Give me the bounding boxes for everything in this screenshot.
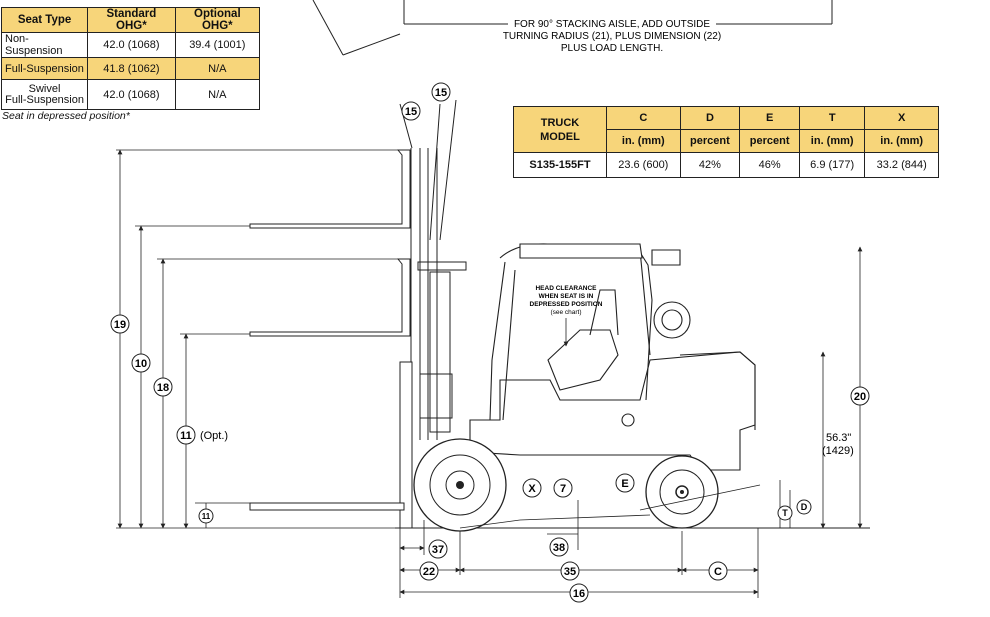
truck-model-header: TRUCK MODEL [513, 106, 607, 153]
callout-19: 19 [110, 314, 130, 334]
callout-15b: 15 [431, 82, 451, 102]
optional-ohg-header: Optional OHG* [174, 7, 261, 33]
truck-model-cell: S135-155FT [513, 152, 607, 178]
truck-model-header-line1: TRUCK [540, 116, 580, 129]
svg-text:22: 22 [423, 566, 435, 578]
seat-table-header: Seat Type Standard OHG* Optional OHG* [0, 7, 261, 33]
table-row: Full-Suspension 41.8 (1062) N/A [0, 57, 261, 80]
svg-text:11: 11 [180, 430, 192, 442]
callout-35: 35 [560, 561, 580, 581]
svg-text:18: 18 [157, 382, 169, 394]
unit-header: percent [679, 129, 741, 153]
turning-note-line1: FOR 90° STACKING AISLE, ADD OUTSIDE [514, 19, 710, 30]
callout-10: 10 [131, 353, 151, 373]
svg-text:C: C [714, 566, 722, 578]
dimension-563-line2: (1429) [822, 445, 854, 457]
lowered-fork [249, 361, 413, 529]
svg-text:19: 19 [114, 319, 126, 331]
svg-text:E: E [621, 478, 628, 490]
unit-header: in. (mm) [798, 129, 866, 153]
head-clearance-line1: HEAD CLEARANCE [535, 285, 597, 292]
head-clearance-line2: WHEN SEAT IS IN [539, 293, 594, 300]
column-t-header: T [798, 106, 866, 130]
callout-11-opt: (Opt.) [200, 430, 228, 442]
callout-20: 20 [850, 386, 870, 406]
callout-38: 38 [549, 537, 569, 557]
svg-text:15: 15 [405, 106, 417, 118]
head-clearance-line3: DEPRESSED POSITION [530, 301, 603, 308]
callout-15a: 15 [401, 101, 421, 121]
value-cell: 23.6 (600) [606, 152, 681, 178]
svg-text:10: 10 [135, 358, 147, 370]
turning-note-line3: PLUS LOAD LENGTH. [561, 43, 663, 54]
callout-e: E [615, 473, 635, 493]
callout-18: 18 [153, 377, 173, 397]
front-wheel [413, 438, 507, 532]
svg-text:11: 11 [202, 512, 211, 521]
svg-text:35: 35 [564, 566, 576, 578]
svg-text:X: X [528, 483, 536, 495]
head-clearance-line4: (see chart) [550, 309, 581, 316]
raised-forks [249, 149, 411, 337]
truck-table-units: in. (mm) percent percent in. (mm) in. (m… [514, 129, 939, 153]
callout-16: 16 [569, 583, 589, 603]
svg-text:20: 20 [854, 391, 866, 403]
svg-text:15: 15 [435, 87, 447, 99]
svg-text:7: 7 [560, 483, 566, 495]
value-cell: 33.2 (844) [864, 152, 939, 178]
svg-text:T: T [782, 508, 788, 518]
column-d-header: D [679, 106, 741, 130]
standard-ohg-cell: 41.8 (1062) [87, 57, 176, 80]
truck-table-header: TRUCK MODEL C D E T X [513, 106, 939, 153]
value-cell: 46% [739, 152, 800, 178]
turning-radius-lines [312, 0, 833, 56]
callout-7: 7 [553, 478, 573, 498]
seat-note: Seat in depressed position* [2, 110, 130, 122]
callout-x: X [522, 478, 542, 498]
height-reference-lines [116, 149, 400, 529]
optional-ohg-cell: N/A [174, 79, 261, 110]
dimension-563-line1: 56.3" [826, 432, 851, 444]
seat-type-cell: Non-Suspension [0, 32, 89, 58]
rear-wheel [645, 455, 719, 529]
seat-type-line2: Full-Suspension [5, 93, 84, 106]
svg-text:D: D [801, 502, 808, 512]
seat-type-table: Seat Type Standard OHG* Optional OHG* No… [0, 7, 261, 110]
turning-note-line2: TURNING RADIUS (21), PLUS DIMENSION (22) [503, 31, 721, 42]
callout-t: T [777, 505, 793, 521]
table-row: Swivel Full-Suspension 42.0 (1068) N/A [0, 79, 261, 110]
callout-c: C [708, 561, 728, 581]
callout-11-small: 11 [198, 508, 214, 524]
column-c-header: C [606, 106, 681, 130]
callout-d: D [796, 499, 812, 515]
svg-text:37: 37 [432, 544, 444, 556]
seat-type-line1: Swivel [28, 82, 61, 95]
truck-body [469, 243, 756, 471]
value-cell: 42% [679, 152, 741, 178]
seat-type-cell: Full-Suspension [0, 57, 89, 80]
callout-22: 22 [419, 561, 439, 581]
truck-model-header-line2: MODEL [540, 130, 580, 143]
svg-text:38: 38 [553, 542, 565, 554]
svg-text:16: 16 [573, 588, 585, 600]
value-cell: 6.9 (177) [798, 152, 866, 178]
optional-ohg-cell: N/A [174, 57, 261, 80]
seat-type-cell: Swivel Full-Suspension [0, 79, 89, 110]
callout-11: 11 [176, 425, 196, 445]
truck-model-table: TRUCK MODEL C D E T X in. (mm) percent p… [513, 106, 939, 178]
table-row: S135-155FT 23.6 (600) 42% 46% 6.9 (177) … [513, 152, 939, 178]
callouts: 15 15 19 10 18 11 (Opt.) 11 20 X 7 E T D… [110, 82, 870, 603]
column-x-header: X [864, 106, 939, 130]
seat-type-header: Seat Type [0, 7, 89, 33]
callout-37: 37 [428, 539, 448, 559]
